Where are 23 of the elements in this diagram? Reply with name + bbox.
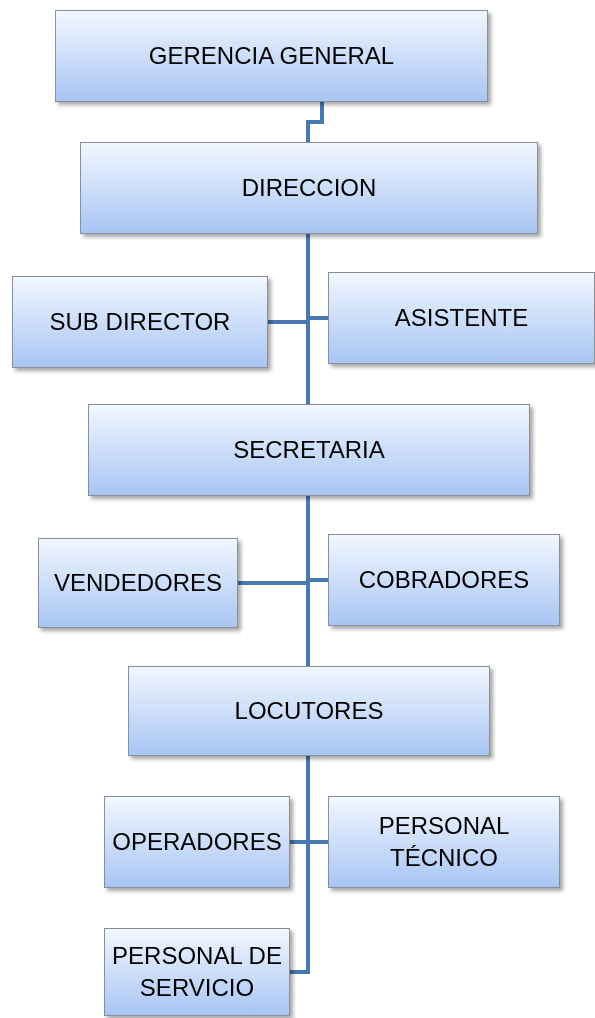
org-box: [104, 796, 290, 888]
role-label: DIRECCION: [241, 173, 377, 203]
role-label: OPERADORES: [112, 827, 282, 857]
role-label: SUB DIRECTOR: [49, 307, 231, 337]
org-box: [12, 276, 268, 368]
org-box: [328, 534, 560, 626]
role-label: VENDEDORES: [53, 568, 222, 598]
org-box: [55, 10, 488, 102]
org-box: [38, 538, 238, 628]
org-box: [80, 142, 538, 234]
org-box: [328, 272, 595, 364]
org-box: [328, 796, 560, 888]
role-label: GERENCIA GENERAL: [148, 41, 395, 71]
role-label: COBRADORES: [358, 565, 530, 595]
connector-line: [306, 102, 324, 142]
role-label: PERSONAL TÉCNICO: [377, 811, 511, 873]
role-label: SECRETARIA: [233, 435, 385, 465]
org-box: [104, 928, 290, 1016]
org-box: [88, 404, 530, 496]
role-label: ASISTENTE: [394, 303, 529, 333]
role-label: PERSONAL DE SERVICIO: [111, 941, 283, 1003]
role-label: LOCUTORES: [234, 696, 384, 726]
org-box: [128, 666, 490, 756]
